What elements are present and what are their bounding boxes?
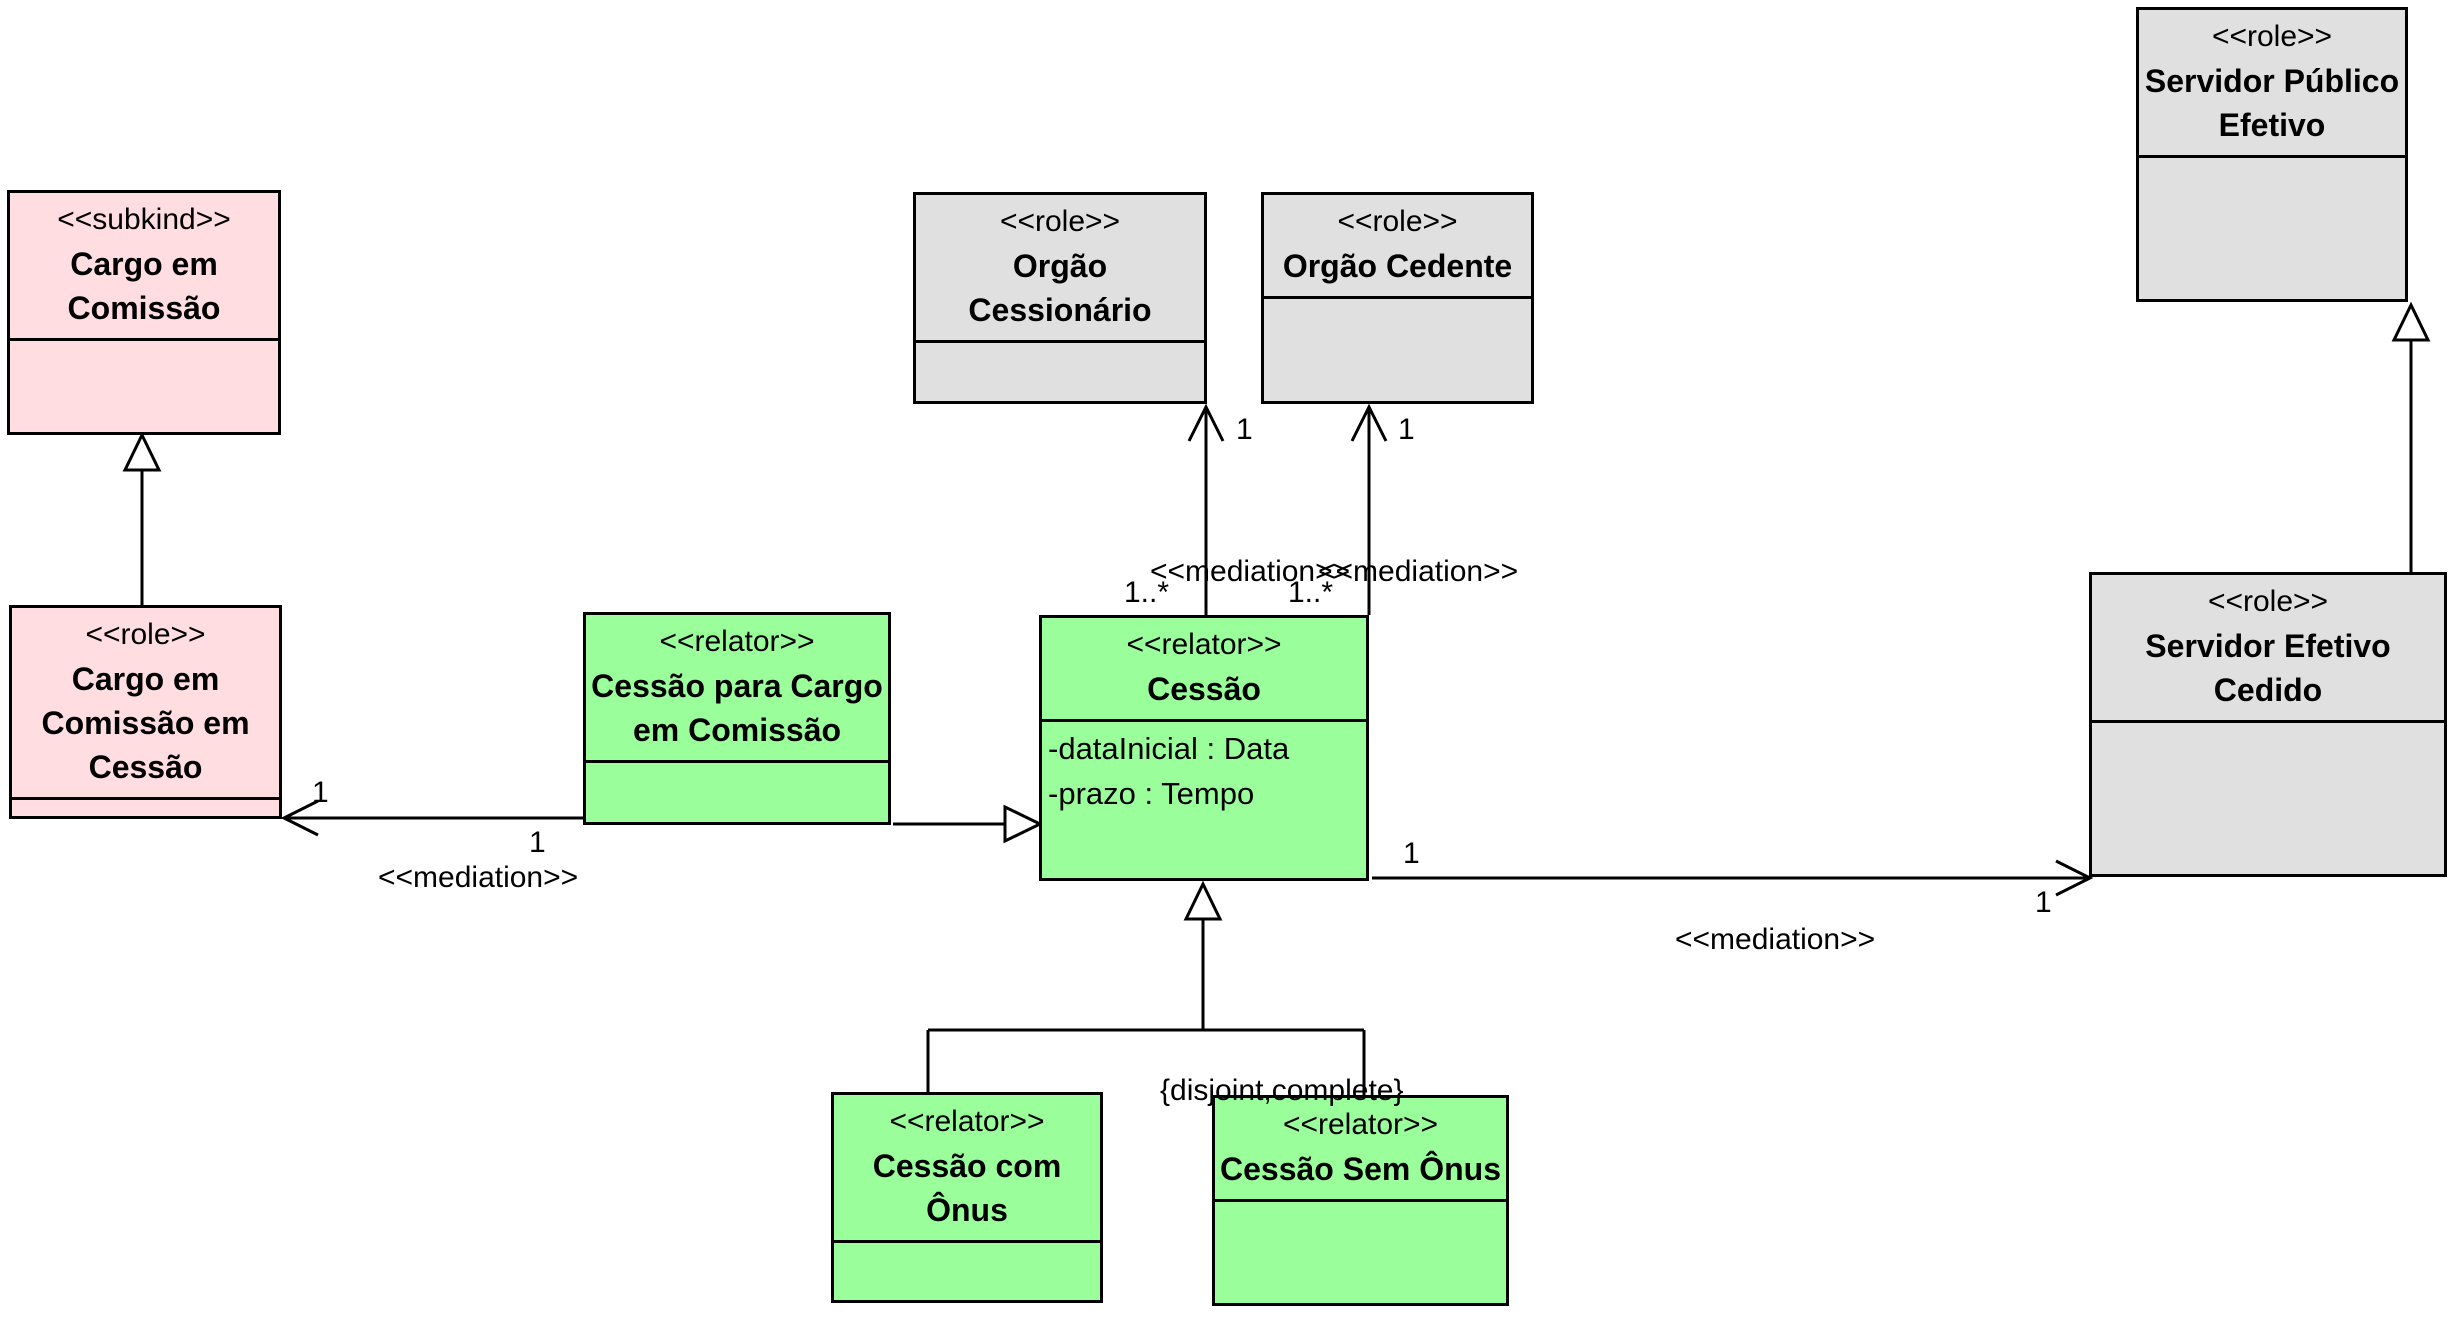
class-cessao[interactable]: <<relator>> Cessão -dataInicial : Data -… [1039,615,1369,881]
generalization-set-constraint: {disjoint,complete} [1160,1074,1404,1107]
class-header: <<relator>> Cessão para Cargo em Comissã… [586,615,888,763]
class-header: <<role>> Orgão Cedente [1264,195,1531,299]
class-name: Cessão Sem Ônus [1220,1151,1501,1187]
stereotype-label: <<relator>> [889,1105,1045,1138]
class-name: Servidor Efetivo Cedido [2145,628,2391,708]
class-name: Cargo em Comissão [67,246,221,326]
multiplicity-label: 1 [312,776,329,809]
class-servidor-publico-efetivo[interactable]: <<role>> Servidor Público Efetivo [2136,7,2408,302]
class-header: <<role>> Servidor Efetivo Cedido [2092,575,2444,723]
class-header: <<subkind>> Cargo em Comissão [10,193,278,341]
stereotype-label: <<subkind>> [57,203,231,236]
class-body [2139,158,2405,299]
multiplicity-label: 1..* [1288,576,1334,609]
class-name: Cessão para Cargo em Comissão [591,668,883,748]
stereotype-mediation-label: <<mediation>> [1150,555,1351,588]
stereotype-mediation-label: <<mediation>> [1318,555,1519,588]
class-cargo-em-comissao[interactable]: <<subkind>> Cargo em Comissão [7,190,281,435]
stereotype-label: <<role>> [2211,20,2333,53]
class-body [12,800,279,816]
multiplicity-label: 1 [1398,413,1415,446]
attribute-data-inicial: -dataInicial : Data [1048,731,1290,766]
stereotype-label: <<role>> [2207,585,2329,618]
class-name: Cargo em Comissão em Cessão [41,661,250,785]
attribute-prazo: -prazo : Tempo [1048,776,1255,811]
class-attributes: -dataInicial : Data -prazo : Tempo [1042,722,1366,820]
class-header: <<relator>> Cessão com Ônus [834,1095,1100,1243]
multiplicity-label: 1 [2035,886,2052,919]
class-cessao-sem-onus[interactable]: <<relator>> Cessão Sem Ônus [1212,1095,1509,1306]
mediation-cessao-to-servidor-cedido [1372,859,2094,897]
generalization-cedido-to-efetivo [2391,301,2431,572]
class-header: <<role>> Servidor Público Efetivo [2139,10,2405,158]
class-name: Orgão Cessionário [968,248,1152,328]
class-body [1215,1202,1506,1303]
stereotype-label: <<relator>> [1282,1108,1439,1141]
stereotype-label: <<role>> [85,618,206,651]
class-body [10,341,278,432]
multiplicity-label: 1..* [1124,576,1170,609]
stereotype-label: <<relator>> [1126,628,1282,661]
class-orgao-cessionario[interactable]: <<role>> Orgão Cessionário [913,192,1207,404]
class-header: <<relator>> Cessão Sem Ônus [1215,1098,1506,1202]
class-name: Cessão [1147,671,1261,707]
class-name: Orgão Cedente [1282,248,1513,284]
stereotype-label: <<role>> [1337,205,1458,238]
class-header: <<role>> Cargo em Comissão em Cessão [12,608,279,800]
class-name: Servidor Público Efetivo [2144,63,2400,143]
class-header: <<relator>> Cessão [1042,618,1366,722]
class-body [586,763,888,822]
class-body [2092,723,2444,874]
stereotype-mediation-label: <<mediation>> [378,861,579,894]
class-servidor-efetivo-cedido[interactable]: <<role>> Servidor Efetivo Cedido [2089,572,2447,877]
stereotype-label: <<role>> [999,205,1121,238]
generalization-set-cessao-subtypes [926,880,1366,1095]
stereotype-label: <<relator>> [659,625,815,658]
class-body [1264,299,1531,401]
mediation-cessao-cargo-to-role [280,799,585,837]
mediation-cessao-to-orgao-cedente [1350,403,1388,615]
generalization-cessao-cargo-to-cessao [893,804,1044,844]
generalization-role-to-subkind [122,431,162,605]
stereotype-mediation-label: <<mediation>> [1675,923,1876,956]
multiplicity-label: 1 [529,826,546,859]
class-body [916,343,1204,401]
class-header: <<role>> Orgão Cessionário [916,195,1204,343]
mediation-cessao-to-orgao-cessionario [1187,403,1225,615]
class-name: Cessão com Ônus [872,1148,1062,1228]
class-body [834,1243,1100,1300]
class-cargo-em-comissao-em-cessao[interactable]: <<role>> Cargo em Comissão em Cessão [9,605,282,819]
multiplicity-label: 1 [1403,837,1420,870]
class-cessao-com-onus[interactable]: <<relator>> Cessão com Ônus [831,1092,1103,1303]
multiplicity-label: 1 [1236,413,1253,446]
class-orgao-cedente[interactable]: <<role>> Orgão Cedente [1261,192,1534,404]
class-cessao-para-cargo-em-comissao[interactable]: <<relator>> Cessão para Cargo em Comissã… [583,612,891,825]
